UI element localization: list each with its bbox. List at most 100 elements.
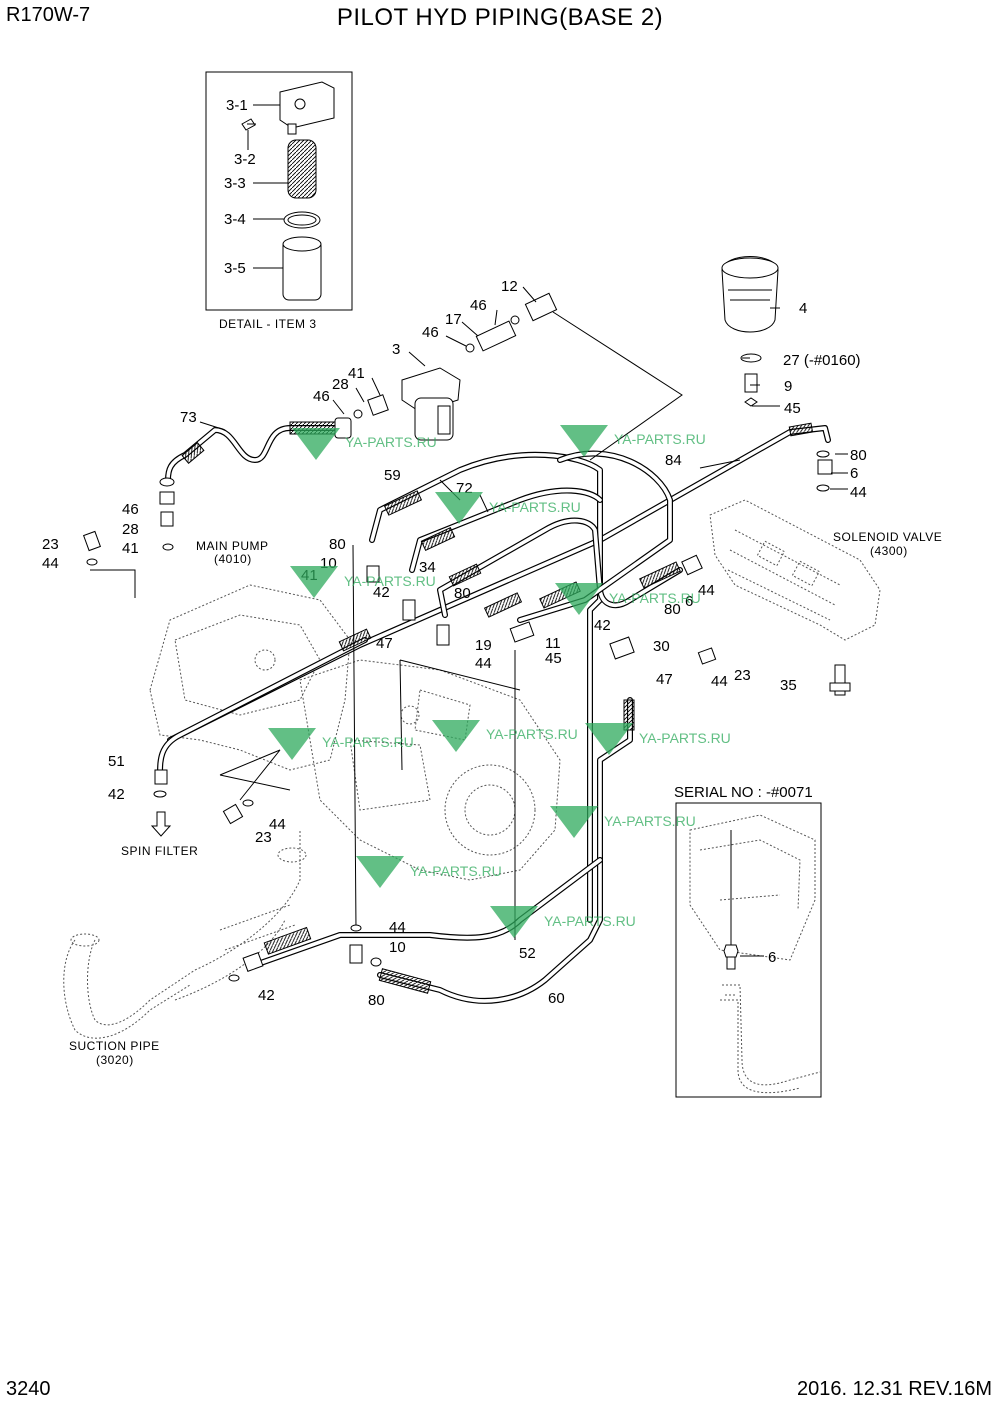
- spin-filter-caption: SPIN FILTER: [121, 844, 198, 858]
- callout-80: 80: [664, 601, 681, 618]
- callout-44: 44: [711, 673, 728, 690]
- svg-text:YA-PARTS.RU: YA-PARTS.RU: [604, 813, 696, 829]
- watermark-logo: YA-PARTS.RU: [560, 425, 706, 457]
- main-pump-ref: (4010): [214, 552, 252, 566]
- watermark-logo: YA-PARTS.RU: [356, 856, 502, 888]
- svg-text:YA-PARTS.RU: YA-PARTS.RU: [486, 726, 578, 742]
- suction-pipe-caption: SUCTION PIPE: [69, 1039, 160, 1053]
- callout-23: 23: [42, 536, 59, 553]
- callout-35: 35: [780, 677, 797, 694]
- watermark-logo: YA-PARTS.RU: [290, 566, 436, 598]
- callout-28: 28: [332, 376, 349, 393]
- callout-34: 34: [419, 559, 436, 576]
- solenoid-valve-ref: (4300): [870, 544, 908, 558]
- callout-6: 6: [685, 593, 693, 610]
- callout-84: 84: [665, 452, 682, 469]
- callout-44: 44: [850, 484, 867, 501]
- svg-text:YA-PARTS.RU: YA-PARTS.RU: [639, 730, 731, 746]
- callout-3-4: 3-4: [224, 211, 246, 228]
- main-pump-caption: MAIN PUMP: [196, 539, 269, 553]
- callout-51: 51: [108, 753, 125, 770]
- callout-42: 42: [108, 786, 125, 803]
- callout-9: 9: [784, 378, 792, 395]
- serial-caption: SERIAL NO : -#0071: [674, 784, 813, 801]
- callout-30: 30: [653, 638, 670, 655]
- callout-59: 59: [384, 467, 401, 484]
- callout-80: 80: [329, 536, 346, 553]
- callout-46: 46: [470, 297, 487, 314]
- captions: MAIN PUMP (4010) SOLENOID VALVE (4300) S…: [69, 530, 942, 1067]
- callout-12: 12: [501, 278, 518, 295]
- callout-6: 6: [850, 465, 858, 482]
- page-title: PILOT HYD PIPING(BASE 2): [336, 4, 664, 31]
- callout-4: 4: [799, 300, 807, 317]
- callout-60: 60: [548, 990, 565, 1007]
- model-code: R170W-7: [6, 4, 91, 26]
- components: [82, 256, 851, 994]
- detail-caption: DETAIL - ITEM 3: [219, 317, 317, 331]
- pipes: [90, 311, 831, 1004]
- watermark-logo: YA-PARTS.RU: [555, 583, 701, 615]
- svg-text:YA-PARTS.RU: YA-PARTS.RU: [614, 431, 706, 447]
- solenoid-valve-outline: [709, 499, 881, 641]
- callout-44: 44: [698, 582, 715, 599]
- callout-3-5: 3-5: [224, 260, 246, 277]
- callout-3-3: 3-3: [224, 175, 246, 192]
- suction-pipe-ref: (3020): [96, 1053, 134, 1067]
- callout-41: 41: [348, 365, 365, 382]
- callout-45: 45: [784, 400, 801, 417]
- callout-73: 73: [180, 409, 197, 426]
- callout-44: 44: [389, 919, 406, 936]
- callout-11: 11: [545, 635, 561, 652]
- callout-serial-6: 6: [768, 949, 776, 966]
- serial-number-box: 6 SERIAL NO : -#0071: [674, 784, 822, 1098]
- svg-text:YA-PARTS.RU: YA-PARTS.RU: [489, 499, 581, 515]
- revision-date: 2016. 12.31 REV.16M: [797, 1378, 992, 1400]
- callout-44: 44: [269, 816, 286, 833]
- callout-10: 10: [389, 939, 406, 956]
- svg-text:YA-PARTS.RU: YA-PARTS.RU: [410, 863, 502, 879]
- page-number: 3240: [6, 1378, 51, 1400]
- watermark-logo: YA-PARTS.RU: [435, 492, 581, 524]
- suction-pipe-outline: [63, 830, 307, 1039]
- watermark-logo: YA-PARTS.RU: [585, 723, 731, 755]
- callout-46: 46: [313, 388, 330, 405]
- callout-3-1: 3-1: [226, 97, 248, 114]
- callout-27: 27 (-#0160): [783, 352, 861, 369]
- callout-23: 23: [734, 667, 751, 684]
- watermark-logo: YA-PARTS.RU: [432, 720, 578, 752]
- callout-80: 80: [454, 585, 471, 602]
- detail-item-3-box: 3-1 3-2 3-3 3-4 3-5 DETAIL - ITEM 3: [205, 71, 353, 331]
- svg-text:YA-PARTS.RU: YA-PARTS.RU: [544, 913, 636, 929]
- watermarks: YA-PARTS.RU YA-PARTS.RU YA-PARTS.RU YA-P…: [268, 425, 731, 938]
- callout-17: 17: [445, 311, 462, 328]
- callout-leaders: [199, 286, 848, 513]
- watermark-logo: YA-PARTS.RU: [550, 806, 696, 838]
- callout-52: 52: [519, 945, 536, 962]
- svg-text:YA-PARTS.RU: YA-PARTS.RU: [609, 590, 701, 606]
- callout-44: 44: [42, 555, 59, 572]
- callout-3-2: 3-2: [234, 151, 256, 168]
- callout-44: 44: [475, 655, 492, 672]
- svg-text:YA-PARTS.RU: YA-PARTS.RU: [322, 734, 414, 750]
- callout-80: 80: [850, 447, 867, 464]
- callout-47: 47: [656, 671, 673, 688]
- watermark-logo: YA-PARTS.RU: [292, 428, 437, 460]
- callout-23: 23: [255, 829, 272, 846]
- callout-45: 45: [545, 650, 562, 667]
- callout-42: 42: [258, 987, 275, 1004]
- callout-47: 47: [376, 635, 393, 652]
- callout-3: 3: [392, 341, 400, 358]
- callout-19: 19: [475, 637, 492, 654]
- solenoid-valve-caption: SOLENOID VALVE: [833, 530, 942, 544]
- svg-text:YA-PARTS.RU: YA-PARTS.RU: [344, 573, 436, 589]
- callout-42: 42: [373, 584, 390, 601]
- watermark-logo: YA-PARTS.RU: [268, 728, 414, 760]
- callout-46: 46: [122, 501, 139, 518]
- callout-46: 46: [422, 324, 439, 341]
- svg-text:YA-PARTS.RU: YA-PARTS.RU: [345, 434, 437, 450]
- callout-42: 42: [594, 617, 611, 634]
- callout-41: 41: [122, 540, 139, 557]
- callout-80: 80: [368, 992, 385, 1009]
- watermark-logo: YA-PARTS.RU: [490, 906, 636, 938]
